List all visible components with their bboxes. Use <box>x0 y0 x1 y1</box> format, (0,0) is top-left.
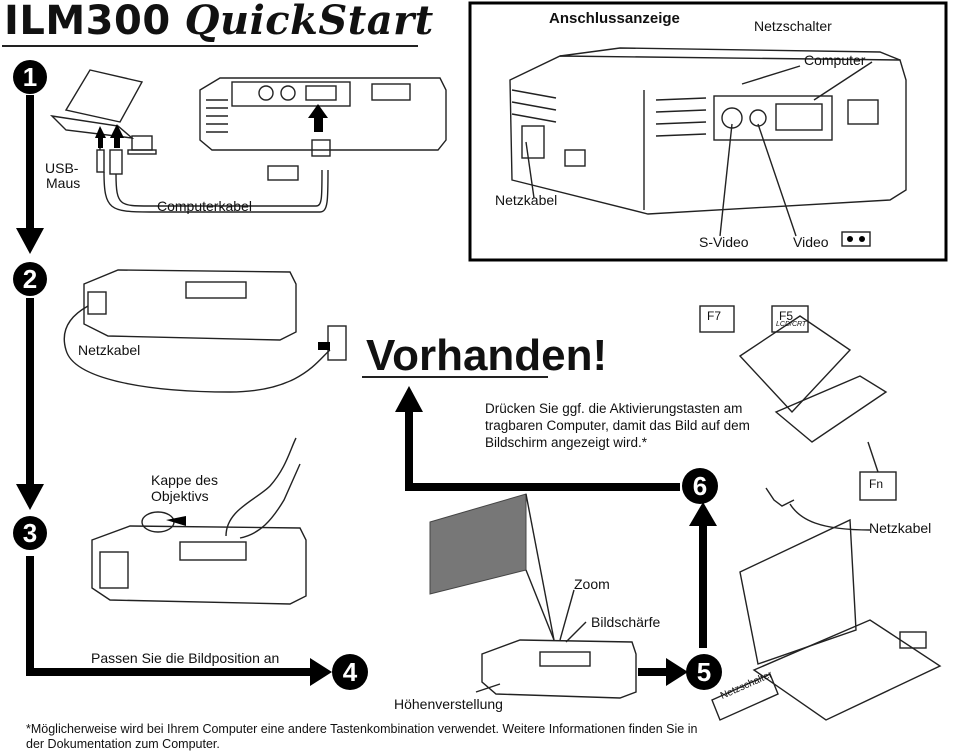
title-quickstart: QuickStart <box>184 0 434 44</box>
connection-panel-title: Anschlussanzeige <box>549 10 680 27</box>
label-computer-cable: Computerkabel <box>157 198 252 214</box>
label-zoom: Zoom <box>574 576 610 592</box>
title-underline <box>2 45 418 47</box>
result-headline: Vorhanden! <box>366 331 608 380</box>
step2-illustration <box>63 269 347 393</box>
step-badge-1: 1 <box>13 60 47 94</box>
laptop-illustration <box>699 305 942 721</box>
step-number: 1 <box>13 60 47 94</box>
label-focus: Bildschärfe <box>591 614 661 630</box>
label-power-cable-step5: Netzkabel <box>869 520 932 536</box>
key-f5-sublabel: LCD/CRT <box>776 321 807 328</box>
key-fn: Fn <box>869 477 884 491</box>
label-lens-cap-2: Objektivs <box>151 488 209 504</box>
projector-vents <box>206 99 228 133</box>
label-power-switch: Netzschalter <box>754 18 832 34</box>
step-badge-3: 3 <box>13 516 47 550</box>
flow-arrows <box>16 95 717 686</box>
step-badge-6: 6 <box>682 468 718 504</box>
label-video: Video <box>793 234 829 250</box>
connection-panel-projector <box>509 47 907 247</box>
step-number: 2 <box>13 262 47 296</box>
label-adjust-position: Passen Sie die Bildposition an <box>91 650 280 666</box>
activation-instruction: Drücken Sie ggf. die Aktivierungstasten … <box>485 401 750 450</box>
step-number: 5 <box>686 654 722 690</box>
key-f5: F5 <box>779 309 794 323</box>
connection-panel-frame <box>468 1 948 262</box>
footnote: *Möglicherweise wird bei Ihrem Computer … <box>26 722 698 751</box>
label-power-cable-panel: Netzkabel <box>495 192 558 208</box>
step-badge-2: 2 <box>13 262 47 296</box>
label-lens-cap-1: Kappe des <box>151 472 218 488</box>
step-number: 3 <box>13 516 47 550</box>
label-power-cable-step2: Netzkabel <box>78 342 141 358</box>
step1-illustration <box>49 69 447 213</box>
headline-underline <box>362 376 548 378</box>
vent-grid <box>511 89 707 137</box>
label-svideo: S-Video <box>699 234 749 250</box>
title-model: ILM300 <box>4 0 171 44</box>
step3-illustration <box>91 437 307 605</box>
step-badge-5: 5 <box>686 654 722 690</box>
projection-illustration <box>429 493 637 699</box>
step-number: 4 <box>332 654 368 690</box>
label-height-adjust: Höhenverstellung <box>394 696 503 712</box>
label-computer: Computer <box>804 52 866 68</box>
label-usb-mouse-1: USB- <box>45 160 79 176</box>
label-usb-mouse-2: Maus <box>46 175 81 191</box>
key-f7: F7 <box>707 309 722 323</box>
step-badge-4: 4 <box>332 654 368 690</box>
page-title: ILM300 QuickStart <box>4 0 434 44</box>
step-number: 6 <box>682 468 718 504</box>
